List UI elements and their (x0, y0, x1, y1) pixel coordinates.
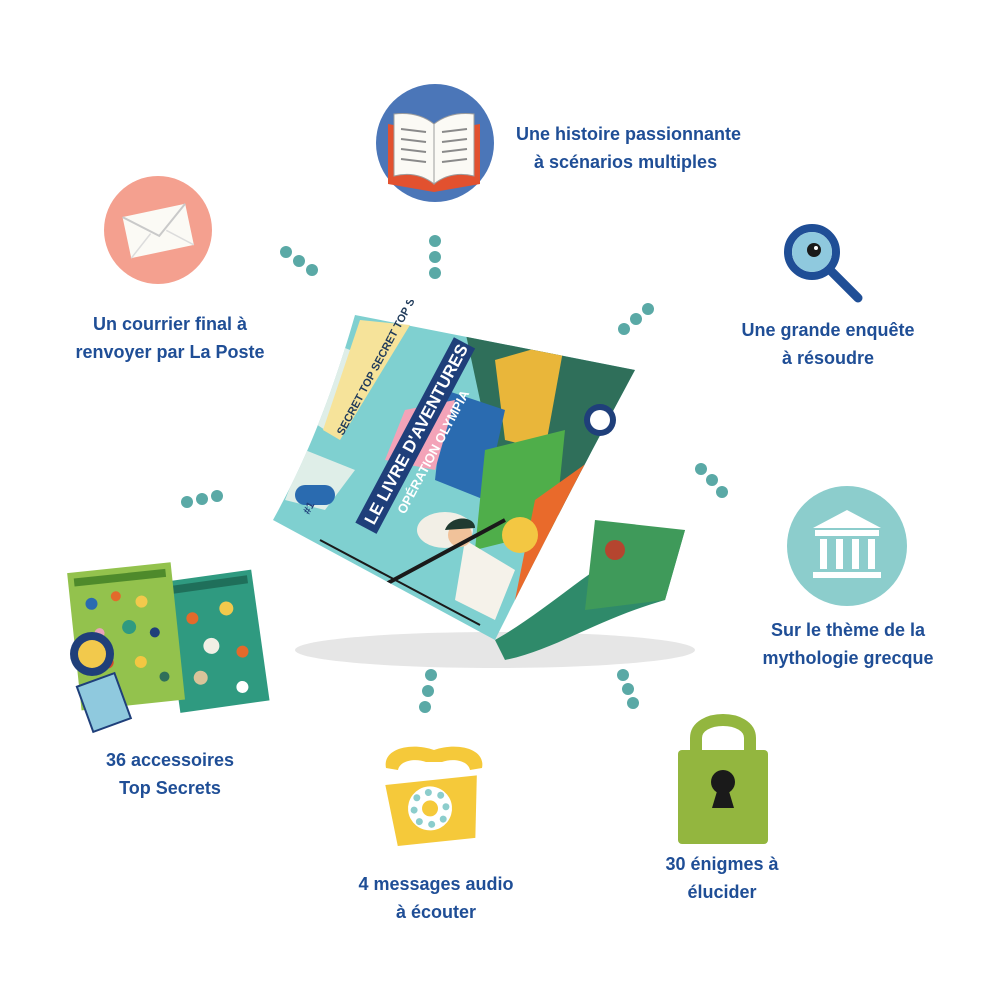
feature-mythologie-text: Sur le thème de la mythologie grecque (762, 620, 934, 668)
connector-dot (695, 463, 707, 475)
connector-dot (306, 264, 318, 276)
connector-dot (706, 474, 718, 486)
rotary-phone-icon (372, 738, 496, 854)
connector-dot (429, 267, 441, 279)
connector-dot (429, 235, 441, 247)
connector-dot (419, 701, 431, 713)
feature-courrier-text: Un courrier final à renvoyer par La Post… (75, 314, 265, 362)
connector-dot (181, 496, 193, 508)
feature-histoire-text: Une histoire passionnante à scénarios mu… (516, 124, 742, 172)
sticker-sheets (60, 556, 270, 736)
padlock-icon (674, 704, 772, 846)
connector-dot (622, 683, 634, 695)
feature-accessoires-text: 36 accessoires Top Secrets (105, 750, 235, 798)
connector-dot (617, 669, 629, 681)
open-book-icon (376, 84, 494, 202)
connector-dot (429, 251, 441, 263)
connector-dot (618, 323, 630, 335)
connector-dot (211, 490, 223, 502)
feature-audio-text: 4 messages audio à écouter (358, 874, 514, 922)
greek-temple-icon (787, 486, 907, 606)
connector-dot (642, 303, 654, 315)
connector-dot (630, 313, 642, 325)
feature-enquete-text: Une grande enquête à résoudre (741, 320, 915, 368)
feature-enigmes-text: 30 énigmes à élucider (665, 854, 779, 902)
connector-dot (196, 493, 208, 505)
connector-dot (716, 486, 728, 498)
connector-dot (627, 697, 639, 709)
connector-dot (293, 255, 305, 267)
connector-dot (425, 669, 437, 681)
connector-dot (280, 246, 292, 258)
connector-dot (422, 685, 434, 697)
magazine-cover: SECRET TOP SECRET TOP SECRET LE LIVRE D'… (265, 300, 695, 680)
cover-issue-number: #1 (301, 500, 317, 516)
envelope-icon (104, 176, 212, 284)
magnifying-glass-icon (782, 222, 864, 304)
